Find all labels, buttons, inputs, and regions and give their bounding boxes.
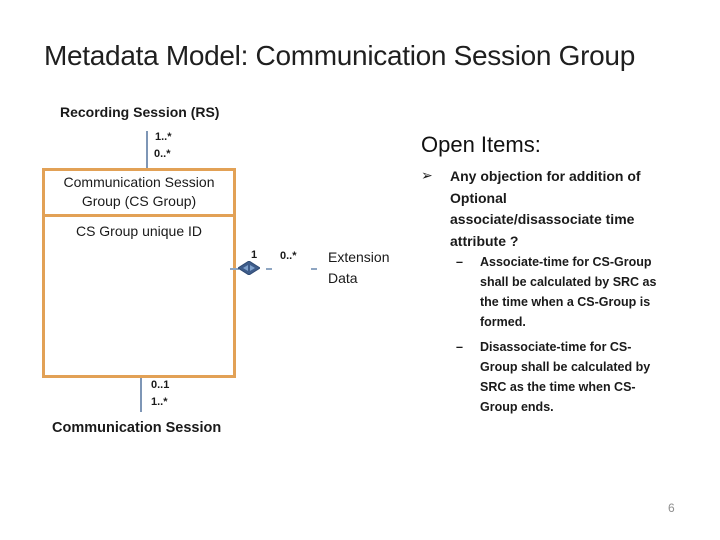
communication-session-label: Communication Session (52, 420, 222, 436)
recording-session-label: Recording Session (RS) (60, 104, 220, 120)
multiplicity-bottom-upper: 0..1 (151, 379, 170, 391)
dash-bullet-icon: – (456, 340, 463, 354)
subbullet-text: Associate-time for CS-Group shall be cal… (480, 255, 657, 329)
cs-group-box-title: Communication Session Group (CS Group) (45, 171, 233, 217)
open-items-bullet-text: Any objection for addition of Optional a… (450, 168, 641, 249)
dash-segment (311, 268, 317, 270)
subbullet-disassociate-time: – Disassociate-time for CS- Group shall … (456, 337, 706, 417)
slide-title: Metadata Model: Communication Session Gr… (44, 40, 635, 71)
arrow-bullet-icon: ➢ (421, 168, 433, 184)
subbullet-associate-time: – Associate-time for CS-Group shall be c… (456, 252, 706, 332)
extension-data-label: Extension Data (328, 249, 390, 286)
open-items-subbullets: – Associate-time for CS-Group shall be c… (456, 252, 706, 422)
cs-group-class-box: Communication Session Group (CS Group) C… (42, 168, 236, 378)
multiplicity-bottom-lower: 1..* (151, 396, 168, 408)
open-items-heading: Open Items: (421, 132, 541, 157)
page-number: 6 (668, 501, 675, 515)
cs-group-unique-id-attribute: CS Group unique ID (75, 223, 203, 239)
multiplicity-top-lower: 0..* (154, 148, 171, 160)
subbullet-text: Disassociate-time for CS- Group shall be… (480, 340, 651, 414)
connector-bottom-line (140, 378, 142, 412)
aggregation-diamond-icon (238, 261, 260, 275)
dash-segment (230, 268, 239, 270)
multiplicity-extension-right: 0..* (280, 250, 297, 262)
dash-segment (266, 268, 272, 270)
connector-top-line (146, 131, 148, 168)
dash-bullet-icon: – (456, 255, 463, 269)
multiplicity-top-upper: 1..* (155, 131, 172, 143)
open-items-bullet: ➢ Any objection for addition of Optional… (421, 166, 683, 252)
multiplicity-extension-left: 1 (251, 249, 258, 261)
